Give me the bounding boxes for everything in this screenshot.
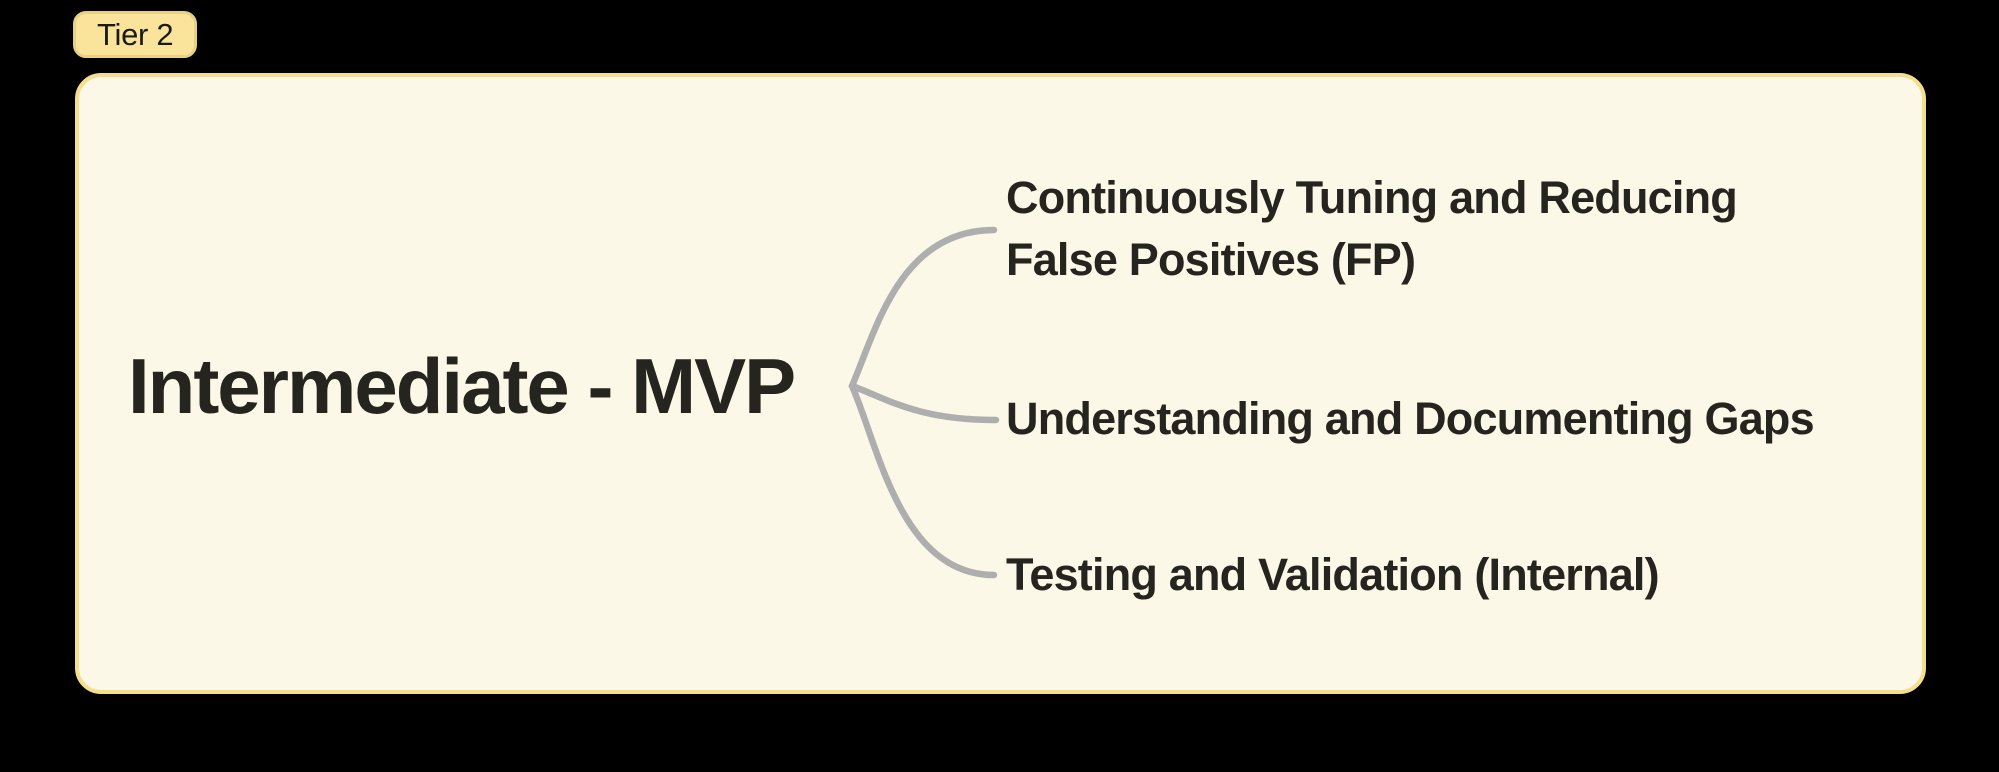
tier-card <box>75 73 1926 694</box>
branch-node-documenting-gaps[interactable]: Understanding and Documenting Gaps <box>1006 393 1815 444</box>
branch-node-testing-validation[interactable]: Testing and Validation (Internal) <box>1006 549 1660 600</box>
root-node[interactable]: Intermediate - MVP <box>128 342 796 430</box>
tier-badge[interactable]: Tier 2 <box>73 11 198 58</box>
branch-node-tuning-false-positives[interactable]: Continuously Tuning and Reducing False P… <box>1006 172 1738 285</box>
